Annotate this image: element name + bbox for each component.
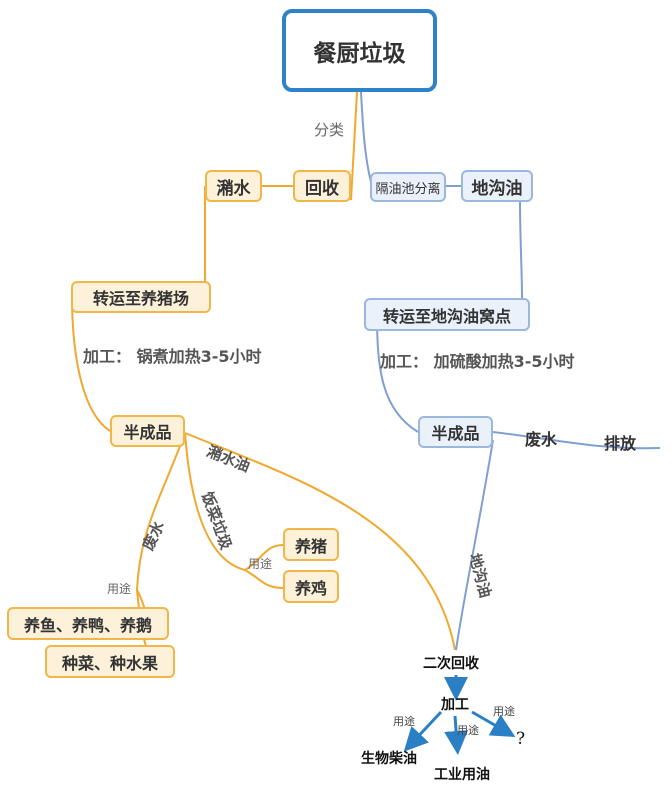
- arrow-unknown: [471, 710, 516, 737]
- node-discharge[interactable]: 排放: [604, 434, 637, 453]
- node-industrial-oil[interactable]: 工业用油: [434, 767, 490, 783]
- node-transport-gutter-den[interactable]: 转运至地沟油窝点: [364, 298, 530, 331]
- edge-transport-semi-r: [376, 313, 419, 433]
- edge-semi-waste-r: [492, 431, 661, 450]
- edge-label-classify: 分类: [314, 121, 345, 139]
- edge-gutter-transport: [519, 199, 523, 299]
- edge-root-separator: [360, 91, 373, 187]
- edge-label-use-feed: 用途: [248, 557, 273, 571]
- node-pig[interactable]: 养猪: [283, 528, 339, 561]
- edge-transport-semi: [71, 295, 111, 432]
- node-swill[interactable]: 潲水: [205, 170, 262, 202]
- node-process-bottom[interactable]: 加工: [441, 697, 469, 713]
- edge-label-use-left: 用途: [393, 715, 415, 728]
- edge-semi-waste-water: [136, 432, 186, 591]
- edge-semi-gutter-edge: [455, 439, 494, 651]
- node-unknown-use[interactable]: ?: [516, 729, 526, 749]
- edge-semi-swill-oil: [184, 432, 456, 651]
- edge-label-waste-water-right: 废水: [525, 430, 558, 449]
- edge-semi-food-waste: [184, 432, 246, 571]
- node-biodiesel[interactable]: 生物柴油: [361, 751, 417, 767]
- edge-use-chicken: [244, 569, 284, 589]
- edge-root-recycle: [350, 91, 358, 201]
- node-semi-right[interactable]: 半成品: [418, 416, 493, 448]
- node-gutter-oil[interactable]: 地沟油: [461, 170, 533, 202]
- node-secondary-recycle[interactable]: 二次回收: [423, 656, 479, 672]
- edge-label-use-right: 用途: [493, 705, 515, 718]
- edge-use-pig: [244, 544, 284, 571]
- label-process-acid: 加工： 加硫酸加热3-5小时: [380, 352, 575, 371]
- label-process-boil: 加工： 锅煮加热3-5小时: [83, 347, 262, 366]
- node-semi-left[interactable]: 半成品: [110, 415, 185, 447]
- node-chicken[interactable]: 养鸡: [283, 570, 339, 603]
- node-transport-pig-farm[interactable]: 转运至养猪场: [71, 281, 211, 313]
- node-oil-separator[interactable]: 隔油池分离: [370, 172, 446, 202]
- root-node[interactable]: 餐厨垃圾: [282, 9, 437, 92]
- arrow-industrial: [444, 715, 469, 755]
- edge-label-use-water: 用途: [107, 582, 132, 596]
- edge-label-use-mid: 用途: [457, 724, 479, 737]
- node-vegetables-fruit[interactable]: 种菜、种水果: [45, 645, 175, 678]
- arrow-biodiesel: [403, 710, 443, 752]
- node-fish-duck-goose[interactable]: 养鱼、养鸭、养鹅: [7, 607, 169, 640]
- node-recycle[interactable]: 回收: [293, 170, 351, 202]
